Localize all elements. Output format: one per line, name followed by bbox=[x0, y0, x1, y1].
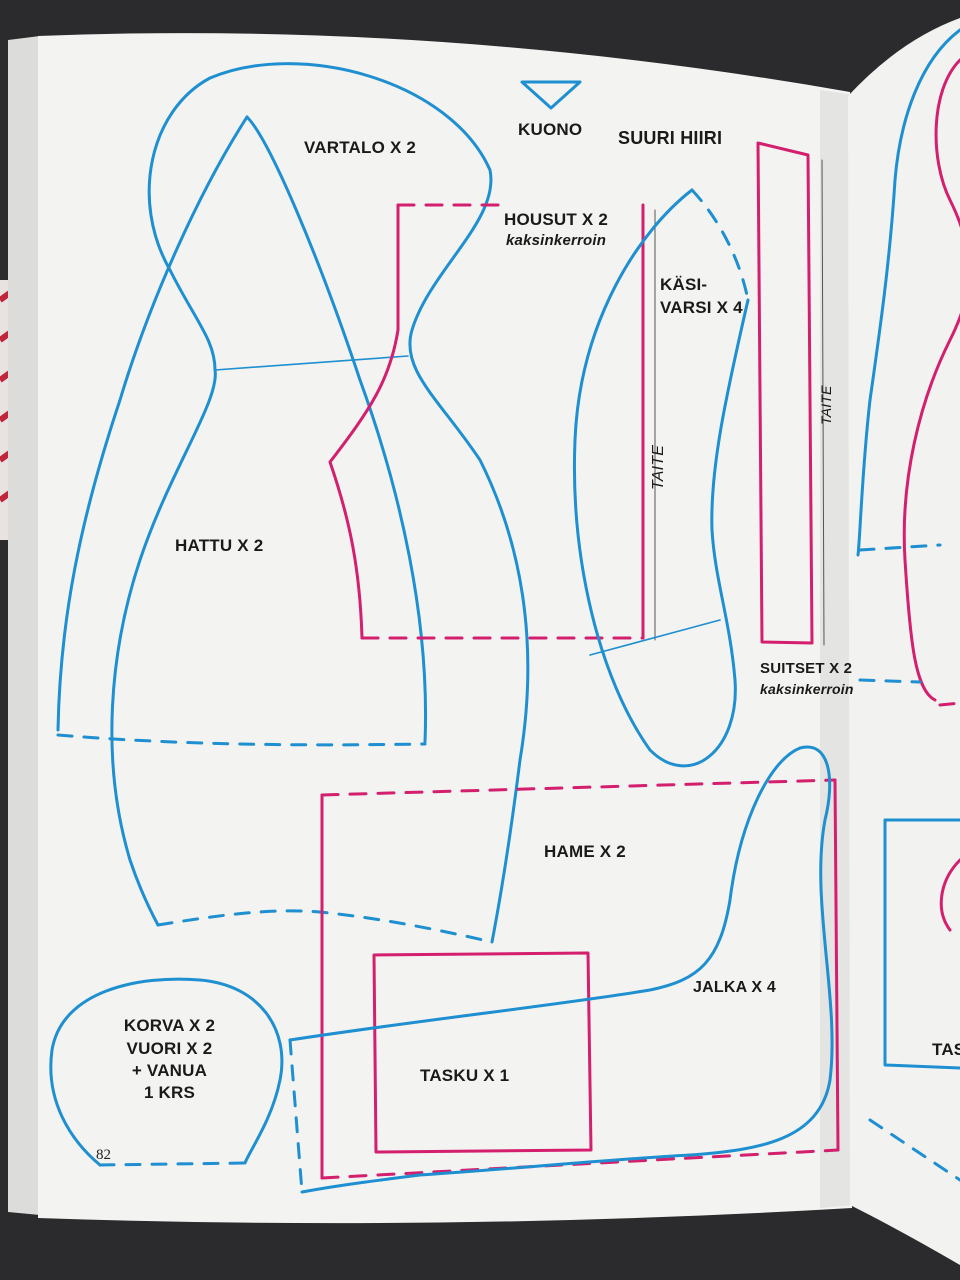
housut-label: HOUSUT X 2 bbox=[504, 210, 609, 229]
hattu-bottom-dashed bbox=[56, 733, 427, 747]
housut-note: kaksinkerroin bbox=[506, 232, 607, 249]
next-page-pink-curve-2 bbox=[939, 858, 960, 932]
hattu-outline bbox=[56, 115, 249, 732]
hattu-outline-right bbox=[245, 115, 427, 744]
suitset-label: SUITSET X 2 bbox=[760, 660, 853, 677]
hame-top-dashed bbox=[320, 778, 837, 797]
suitset-fold-guide bbox=[821, 159, 825, 646]
left-page bbox=[38, 33, 852, 1224]
hame-label: HAME X 2 bbox=[544, 842, 626, 861]
jalka-outline bbox=[288, 745, 834, 1194]
next-page-blue-curve bbox=[856, 28, 960, 557]
vartalo-bottom-dashed bbox=[156, 909, 494, 944]
suitset-note: kaksinkerroin bbox=[760, 681, 854, 697]
kasivarsi-top-dashed bbox=[690, 188, 750, 302]
korva-label-line1: KORVA X 2 bbox=[123, 1016, 216, 1035]
vartalo-outline-right bbox=[208, 62, 530, 944]
vartalo-waist-line bbox=[214, 355, 409, 371]
pattern-title: SUURI HIIRI bbox=[618, 128, 723, 148]
gutter-shadow bbox=[820, 90, 855, 1208]
housut-outline bbox=[328, 203, 400, 640]
vartalo-outline bbox=[110, 76, 217, 927]
page-edges bbox=[8, 36, 40, 1215]
jalka-heel-dashed bbox=[288, 1038, 304, 1194]
korva-label-line4: 1 KRS bbox=[143, 1083, 196, 1102]
korva-label-line3: + VANUA bbox=[131, 1061, 208, 1080]
kasivarsi-wrist-line bbox=[589, 619, 721, 656]
vartalo-label: VARTALO X 2 bbox=[304, 138, 417, 157]
next-page-pink-curve bbox=[902, 58, 960, 702]
next-page-label-fragment: TAS bbox=[932, 1040, 960, 1059]
kuono-label: KUONO bbox=[518, 120, 583, 139]
tasku-label: TASKU X 1 bbox=[420, 1066, 510, 1085]
right-page bbox=[848, 18, 960, 1265]
hattu-label: HATTU X 2 bbox=[175, 536, 264, 555]
next-page-pink-dashed bbox=[938, 701, 960, 707]
kasivarsi-label-line2: VARSI X 4 bbox=[660, 298, 743, 317]
hame-outline-right bbox=[833, 778, 840, 1152]
kuono-triangle-outline bbox=[520, 80, 582, 110]
next-page-blue-box bbox=[883, 818, 960, 1070]
taite-right-label: TAITE bbox=[818, 385, 834, 425]
tasku-outline bbox=[372, 951, 593, 1154]
jalka-label: JALKA X 4 bbox=[693, 979, 777, 996]
suitset-outline bbox=[756, 141, 814, 645]
page-number: 82 bbox=[96, 1147, 111, 1163]
kasivarsi-label-line1: KÄSI- bbox=[660, 275, 708, 294]
next-page-blue-dashed bbox=[858, 543, 960, 1182]
korva-label-line2: VUORI X 2 bbox=[126, 1039, 213, 1058]
taite-left-label: TAITE bbox=[650, 444, 667, 490]
korva-outline bbox=[49, 977, 284, 1167]
kasivarsi-outline bbox=[572, 188, 750, 768]
